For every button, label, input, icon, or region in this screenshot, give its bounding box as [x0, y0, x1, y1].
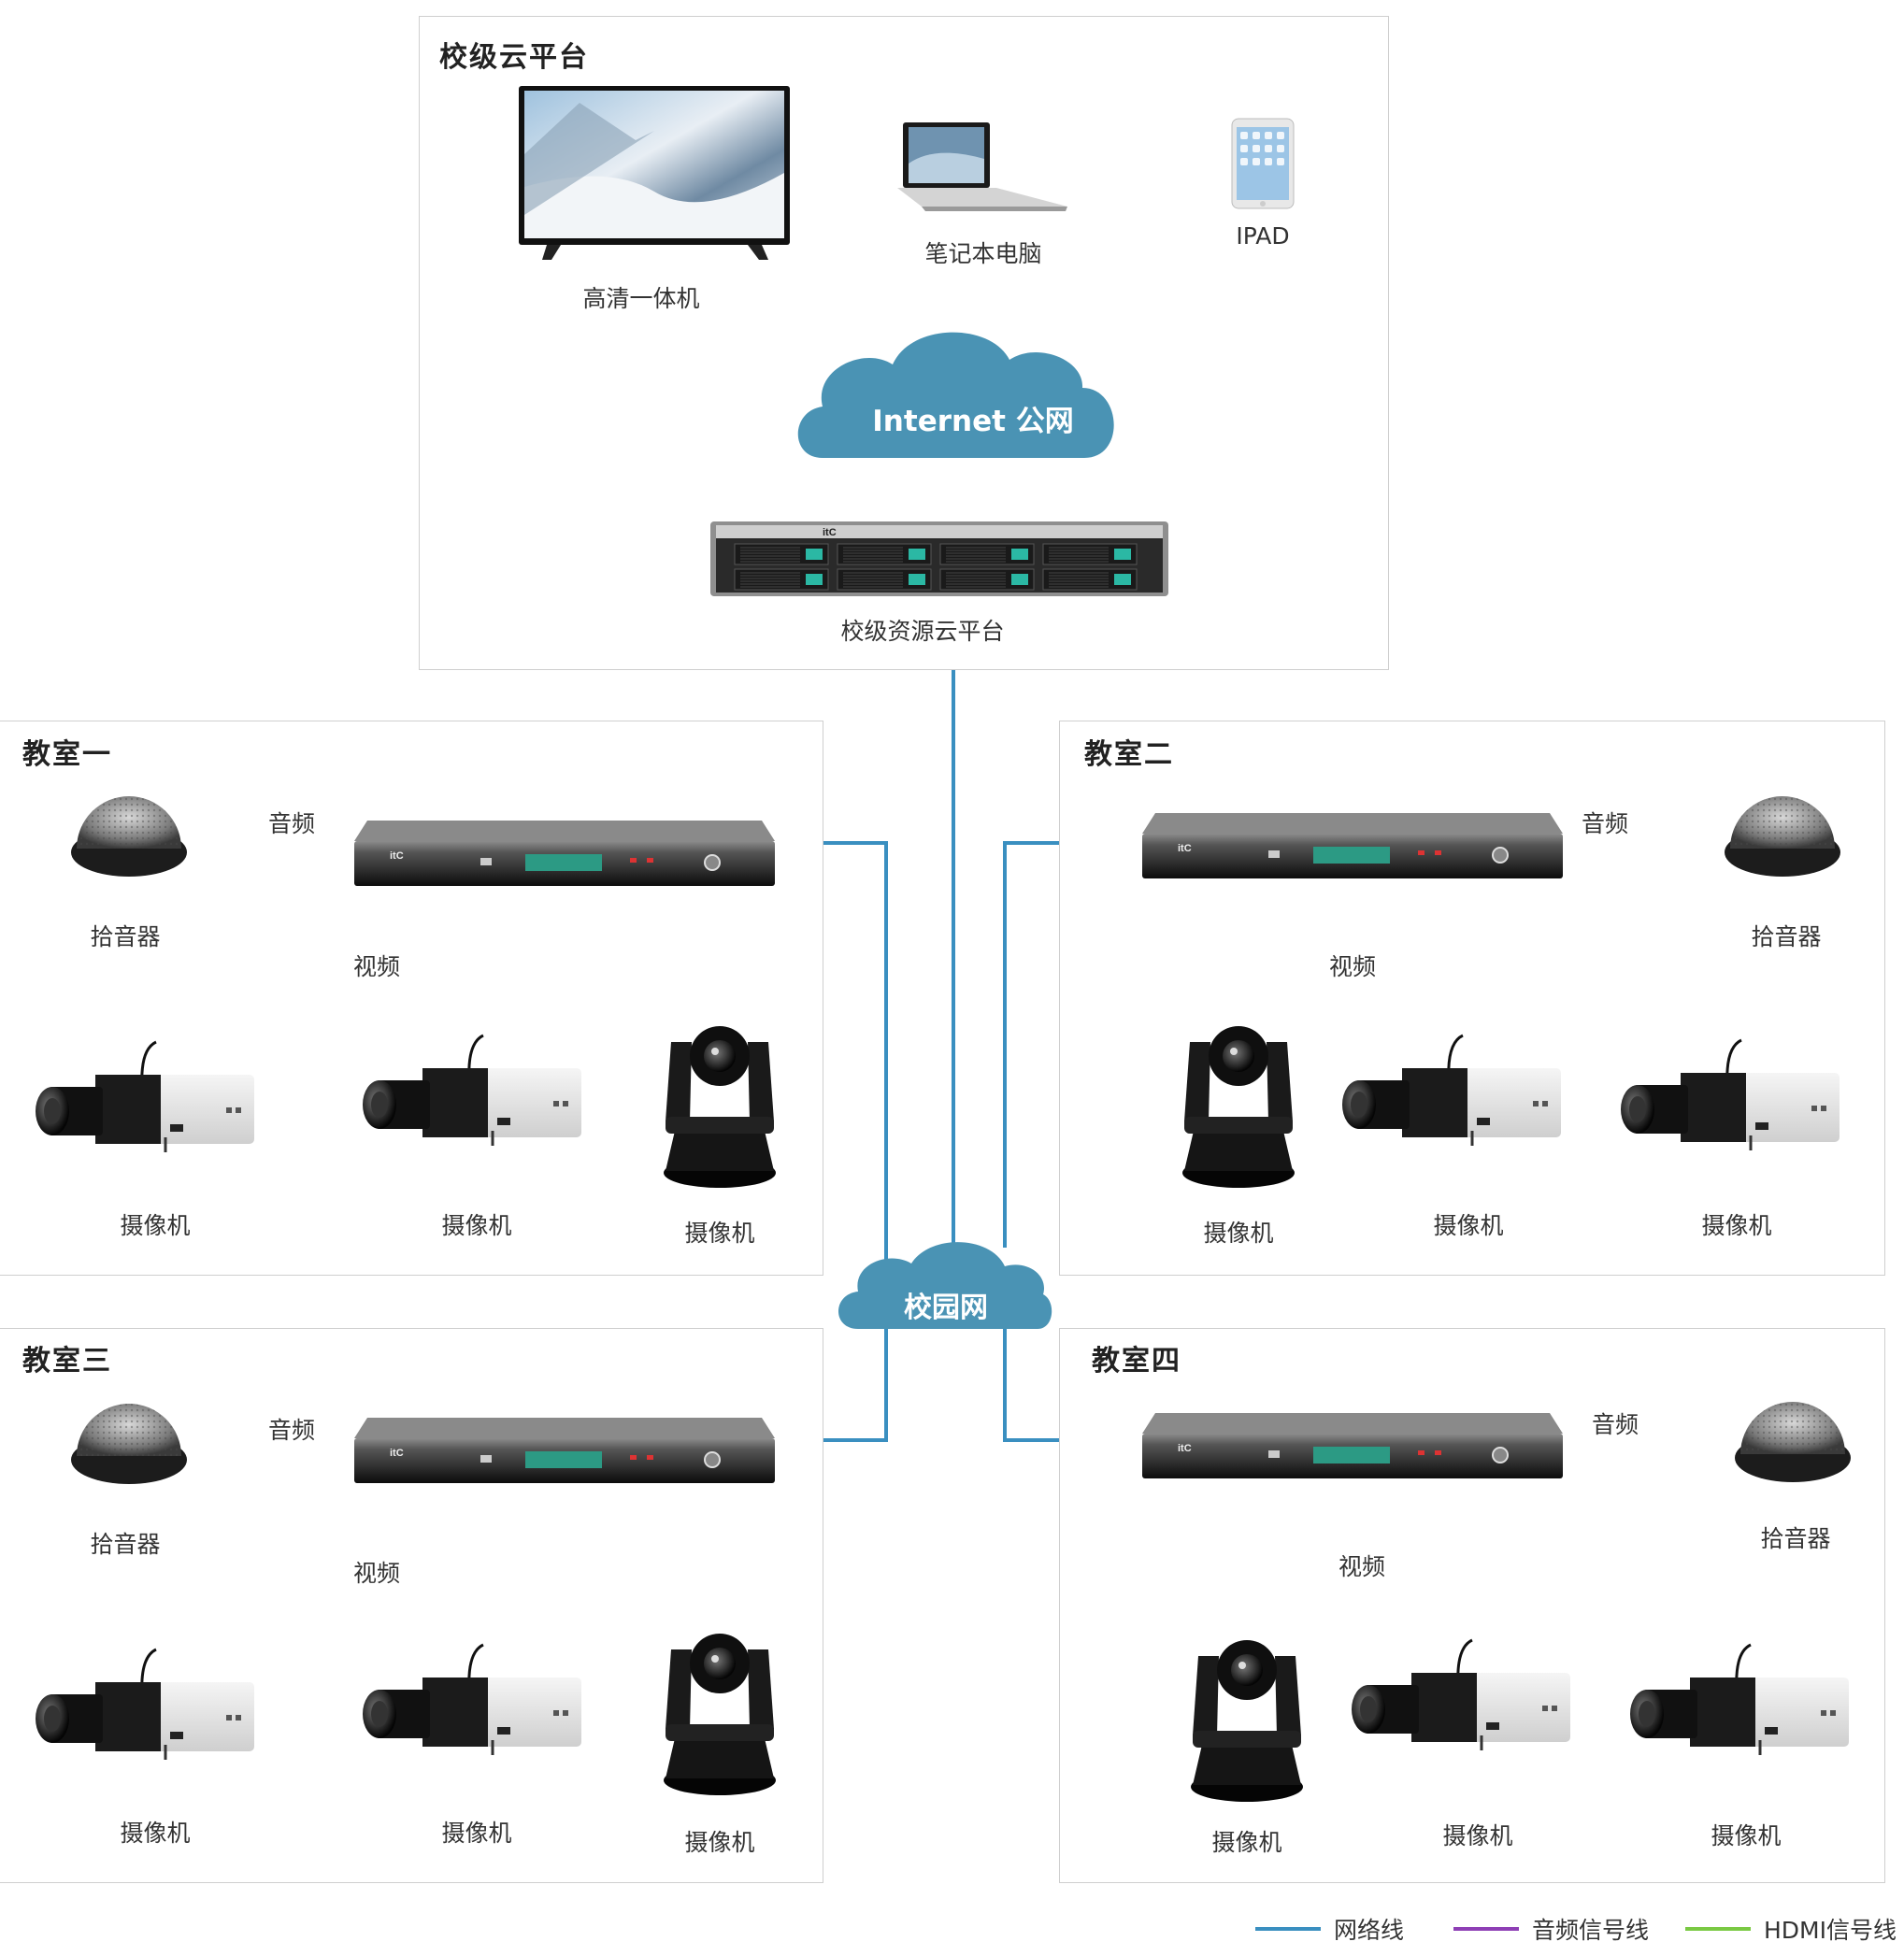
- microphone-icon-2: [1725, 796, 1840, 877]
- camera-label-1-2: 摄像机: [441, 1212, 512, 1239]
- laptop-icon: [897, 122, 1067, 211]
- legend-swatch: [1453, 1927, 1519, 1931]
- ipad-icon: [1231, 118, 1295, 209]
- camera-label-3-2: 摄像机: [441, 1820, 512, 1847]
- legend-item: 音频信号线: [1453, 1912, 1649, 1946]
- box-camera-icon-1-2: [363, 1034, 581, 1146]
- box-camera-icon-2-1: [1342, 1034, 1561, 1146]
- audio-label-3: 音频: [267, 1417, 316, 1444]
- internet-cloud-label: Internet 公网: [872, 405, 1074, 438]
- recorder-brand-label: itC: [1178, 843, 1192, 854]
- camera-label-2-1: 摄像机: [1203, 1220, 1274, 1247]
- ptz-camera-icon-4: [1191, 1640, 1303, 1802]
- microphone-label-2: 拾音器: [1751, 923, 1822, 950]
- recorder-brand-label: itC: [390, 850, 404, 862]
- microphone-icon-4: [1735, 1402, 1851, 1482]
- camera-label-1-1: 摄像机: [120, 1212, 191, 1239]
- camera-label-2-2: 摄像机: [1433, 1212, 1504, 1239]
- ptz-camera-icon-3: [664, 1634, 776, 1795]
- camera-label-4-2: 摄像机: [1442, 1822, 1513, 1849]
- video-label-1: 视频: [352, 953, 401, 980]
- classroom-title-2: 教室二: [1084, 738, 1174, 771]
- server-label: 校级资源云平台: [840, 618, 1005, 645]
- school-cloud-title: 校级云平台: [439, 41, 589, 74]
- internet-cloud-icon: [797, 332, 1114, 458]
- legend-label: HDMI信号线: [1764, 1917, 1897, 1944]
- camera-label-4-3: 摄像机: [1711, 1822, 1782, 1849]
- camera-label-3-3: 摄像机: [684, 1829, 755, 1856]
- classroom-title-1: 教室一: [22, 738, 112, 771]
- legend-label: 网络线: [1334, 1917, 1405, 1944]
- video-label-4: 视频: [1338, 1553, 1386, 1580]
- camera-label-2-3: 摄像机: [1701, 1212, 1772, 1239]
- legend-swatch: [1685, 1927, 1751, 1931]
- tv-label: 高清一体机: [582, 285, 700, 312]
- camera-label-4-1: 摄像机: [1211, 1829, 1282, 1856]
- ptz-camera-icon-1: [664, 1026, 776, 1188]
- recorder-brand-label: itC: [1178, 1443, 1192, 1454]
- legend-item: HDMI信号线: [1685, 1912, 1897, 1946]
- box-camera-icon-4-1: [1352, 1638, 1570, 1750]
- ptz-camera-icon-2: [1182, 1026, 1295, 1188]
- microphone-label-3: 拾音器: [90, 1531, 161, 1558]
- box-camera-icon-3-1: [36, 1648, 254, 1760]
- camera-label-3-1: 摄像机: [120, 1820, 191, 1847]
- box-camera-icon-4-2: [1630, 1643, 1849, 1755]
- classroom-title-4: 教室四: [1092, 1345, 1181, 1378]
- ipad-label: IPAD: [1236, 222, 1290, 250]
- microphone-label-4: 拾音器: [1760, 1525, 1831, 1552]
- camera-label-1-3: 摄像机: [684, 1220, 755, 1247]
- legend-label: 音频信号线: [1532, 1917, 1650, 1944]
- recorder-device-3: itC: [354, 1418, 775, 1483]
- tv-display-icon: [519, 86, 790, 260]
- recorder-device-1: itC: [354, 821, 775, 886]
- audio-label-4: 音频: [1591, 1411, 1639, 1438]
- microphone-icon-3: [71, 1404, 187, 1484]
- box-camera-icon-3-2: [363, 1643, 581, 1755]
- recorder-brand-label: itC: [390, 1448, 404, 1459]
- box-camera-icon-2-2: [1621, 1038, 1840, 1150]
- laptop-label: 笔记本电脑: [924, 240, 1042, 267]
- server-rack-icon: itC: [710, 521, 1168, 596]
- video-label-2: 视频: [1328, 953, 1377, 980]
- video-label-3: 视频: [352, 1560, 401, 1587]
- recorder-device-2: itC: [1142, 813, 1563, 878]
- audio-label-1: 音频: [267, 810, 316, 837]
- microphone-label-1: 拾音器: [90, 923, 161, 950]
- box-camera-icon-1-1: [36, 1040, 254, 1152]
- microphone-icon-1: [71, 796, 187, 877]
- classroom-title-3: 教室三: [22, 1345, 112, 1378]
- server-brand-label: itC: [823, 527, 837, 538]
- legend-item: 网络线: [1255, 1912, 1404, 1946]
- recorder-device-4: itC: [1142, 1413, 1563, 1478]
- campus-cloud-label: 校园网: [904, 1292, 988, 1324]
- audio-label-2: 音频: [1581, 810, 1629, 837]
- legend-swatch: [1255, 1927, 1321, 1931]
- campus-cloud-icon: [838, 1242, 1052, 1329]
